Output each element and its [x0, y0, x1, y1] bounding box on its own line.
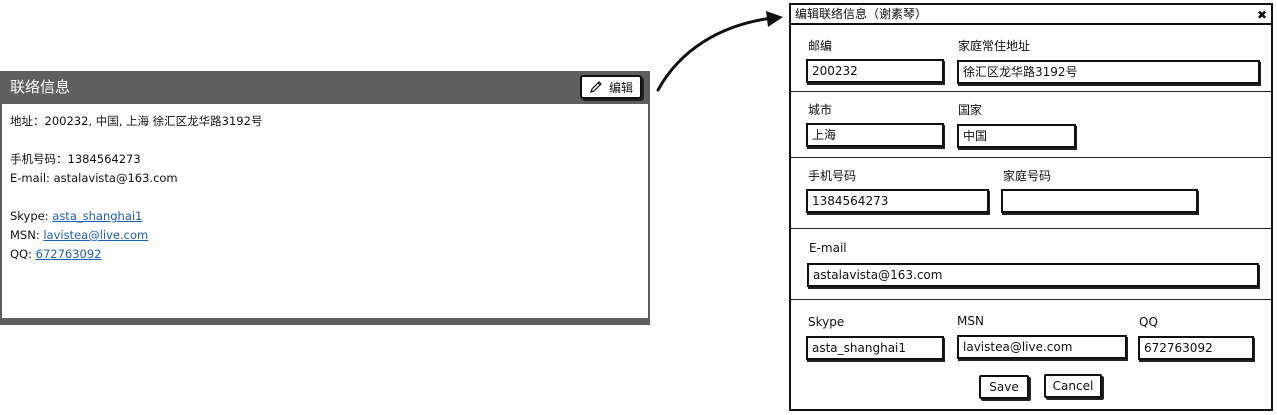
msn-field[interactable]: lavistea@live.com — [957, 335, 1127, 359]
qq-label: QQ — [1139, 315, 1158, 329]
skype-field[interactable]: asta_shanghai1 — [806, 336, 944, 360]
card-body: 地址：200232, 中国, 上海 徐汇区龙华路3192号 手机号码：13845… — [2, 104, 648, 318]
qq-label: QQ: — [10, 247, 32, 261]
divider — [791, 157, 1271, 158]
divider — [791, 228, 1271, 229]
msn-row: MSN: lavistea@live.com — [10, 226, 148, 245]
edit-contact-dialog: 编辑联络信息（谢素琴） ✖ 邮编 家庭常住地址 200232 徐汇区龙华路319… — [789, 3, 1273, 411]
contact-info-card: 联络信息 编辑 地址：200232, 中国, 上海 徐汇区龙华路3192号 手机… — [0, 71, 650, 325]
divider — [791, 299, 1271, 300]
qq-link[interactable]: 672763092 — [35, 247, 102, 261]
mobile-field[interactable]: 1384564273 — [806, 189, 989, 213]
address-label: 家庭常住地址 — [958, 39, 1031, 53]
address-field[interactable]: 徐汇区龙华路3192号 — [957, 60, 1260, 84]
email-text: E-mail: astalavista@163.com — [10, 171, 178, 185]
country-field[interactable]: 中国 — [957, 124, 1076, 148]
dialog-title: 编辑联络信息（谢素琴） ✖ — [791, 5, 1271, 25]
pencil-icon — [589, 80, 603, 94]
cancel-button[interactable]: Cancel — [1044, 374, 1102, 398]
card-title: 联络信息 — [10, 78, 71, 96]
qq-field[interactable]: 672763092 — [1138, 336, 1254, 360]
dialog-title-text: 编辑联络信息（谢素琴） — [795, 7, 928, 21]
msn-label: MSN — [957, 314, 984, 328]
postcode-label: 邮编 — [808, 39, 833, 53]
curved-arrow-icon — [656, 11, 783, 92]
phone-text: 手机号码：1384564273 — [10, 152, 141, 166]
skype-label: Skype — [808, 315, 845, 329]
edit-button-label: 编辑 — [608, 80, 633, 95]
email-label: E-mail — [809, 241, 847, 255]
home-phone-label: 家庭号码 — [1003, 169, 1052, 183]
msn-label: MSN: — [10, 228, 40, 242]
skype-label: Skype: — [10, 209, 49, 223]
city-label: 城市 — [808, 103, 833, 117]
edit-button[interactable]: 编辑 — [580, 75, 642, 99]
save-button[interactable]: Save — [979, 375, 1029, 399]
city-field[interactable]: 上海 — [806, 123, 944, 147]
skype-link[interactable]: asta_shanghai1 — [52, 209, 143, 223]
qq-row: QQ: 672763092 — [10, 245, 102, 264]
home-phone-field[interactable] — [1001, 189, 1198, 213]
msn-link[interactable]: lavistea@live.com — [43, 228, 149, 242]
divider — [791, 91, 1271, 92]
country-label: 国家 — [958, 103, 983, 117]
email-field[interactable]: astalavista@163.com — [807, 263, 1259, 287]
mobile-label: 手机号码 — [808, 169, 857, 183]
close-icon[interactable]: ✖ — [1256, 8, 1267, 22]
postcode-field[interactable]: 200232 — [806, 59, 944, 83]
address-text: 地址：200232, 中国, 上海 徐汇区龙华路3192号 — [10, 114, 263, 128]
skype-row: Skype: asta_shanghai1 — [10, 207, 142, 226]
